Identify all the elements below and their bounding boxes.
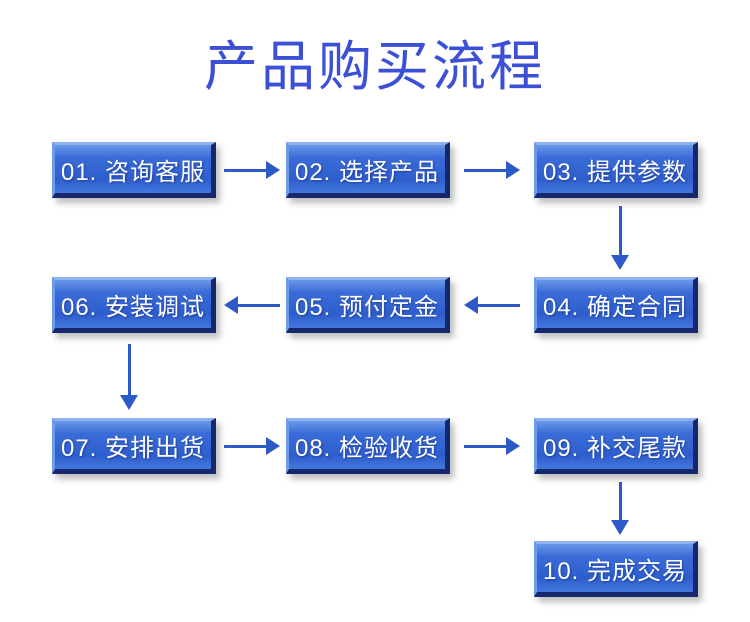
arrow-down-icon-06-07 bbox=[120, 344, 138, 410]
step-box-02: 02. 选择产品 bbox=[286, 142, 450, 198]
arrow-down-icon-09-10 bbox=[611, 482, 629, 535]
step-box-06: 06. 安装调试 bbox=[52, 277, 216, 333]
page-title: 产品购买流程 bbox=[204, 37, 546, 97]
step-box-09: 09. 补交尾款 bbox=[534, 418, 698, 474]
step-box-01: 01. 咨询客服 bbox=[52, 142, 216, 198]
arrow-right-icon-07-08 bbox=[224, 437, 280, 455]
step-box-08: 08. 检验收货 bbox=[286, 418, 450, 474]
arrow-left-icon-05-06 bbox=[224, 296, 280, 314]
step-box-03: 03. 提供参数 bbox=[534, 142, 698, 198]
arrow-left-icon-04-05 bbox=[464, 296, 520, 314]
step-box-05: 05. 预付定金 bbox=[286, 277, 450, 333]
arrow-down-icon-03-04 bbox=[611, 206, 629, 270]
arrow-right-icon-01-02 bbox=[224, 161, 280, 179]
step-box-10: 10. 完成交易 bbox=[534, 541, 698, 597]
arrow-right-icon-08-09 bbox=[464, 437, 520, 455]
arrow-right-icon-02-03 bbox=[464, 161, 520, 179]
step-box-04: 04. 确定合同 bbox=[534, 277, 698, 333]
step-box-07: 07. 安排出货 bbox=[52, 418, 216, 474]
